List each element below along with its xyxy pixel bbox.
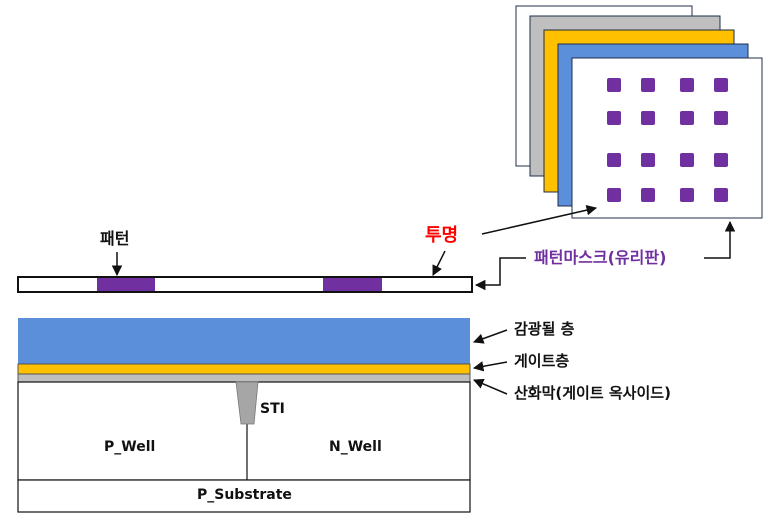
gate-layer-label: 게이트층 bbox=[514, 352, 570, 370]
pattern-label: 패턴 bbox=[100, 229, 130, 248]
mask-dot bbox=[641, 111, 655, 125]
mask-dot bbox=[714, 111, 728, 125]
gate-layer bbox=[17, 363, 471, 375]
mask-label-left-arrow bbox=[474, 257, 526, 291]
substrate-layer bbox=[17, 479, 471, 513]
p-well-label: P_Well bbox=[104, 439, 156, 455]
photoresist-label: 감광될 층 bbox=[514, 320, 575, 338]
to-mask-stack-arrow bbox=[481, 204, 598, 235]
mask-dot bbox=[641, 153, 655, 167]
mask-label-right-arrow bbox=[704, 220, 736, 259]
sti-label: STI bbox=[260, 401, 285, 417]
mask-label: 패턴마스크(유리판) bbox=[534, 248, 667, 267]
mask-dot bbox=[607, 78, 621, 92]
mask-dot bbox=[680, 188, 694, 202]
sti-trench bbox=[235, 381, 259, 425]
mask-dot bbox=[641, 78, 655, 92]
mask-plate-front bbox=[571, 57, 763, 219]
photoresist-layer bbox=[18, 318, 470, 364]
oxide-layer bbox=[17, 373, 471, 383]
n-well-label: N_Well bbox=[329, 439, 382, 455]
transparent-arrow bbox=[432, 250, 446, 276]
mask-pattern-block-2 bbox=[323, 278, 382, 291]
mask-pattern-dots bbox=[607, 78, 728, 202]
p-substrate-label: P_Substrate bbox=[197, 487, 292, 503]
mask-dot bbox=[607, 188, 621, 202]
photoresist-arrow bbox=[473, 329, 508, 344]
oxide-label: 산화막(게이트 옥사이드) bbox=[514, 384, 671, 402]
mask-dot bbox=[680, 153, 694, 167]
mask-dot bbox=[680, 78, 694, 92]
transparent-label: 투명 bbox=[425, 225, 459, 246]
mask-dot bbox=[680, 111, 694, 125]
mask-dot bbox=[607, 111, 621, 125]
mask-dot bbox=[714, 153, 728, 167]
gate-layer-arrow bbox=[472, 361, 508, 372]
mask-dot bbox=[607, 153, 621, 167]
mask-dot bbox=[714, 78, 728, 92]
mask-dot bbox=[714, 188, 728, 202]
mask-cross-section bbox=[17, 276, 473, 293]
mask-stack bbox=[515, 5, 763, 219]
mask-dot bbox=[641, 188, 655, 202]
oxide-arrow bbox=[473, 378, 508, 395]
mask-pattern-block-1 bbox=[97, 278, 155, 291]
